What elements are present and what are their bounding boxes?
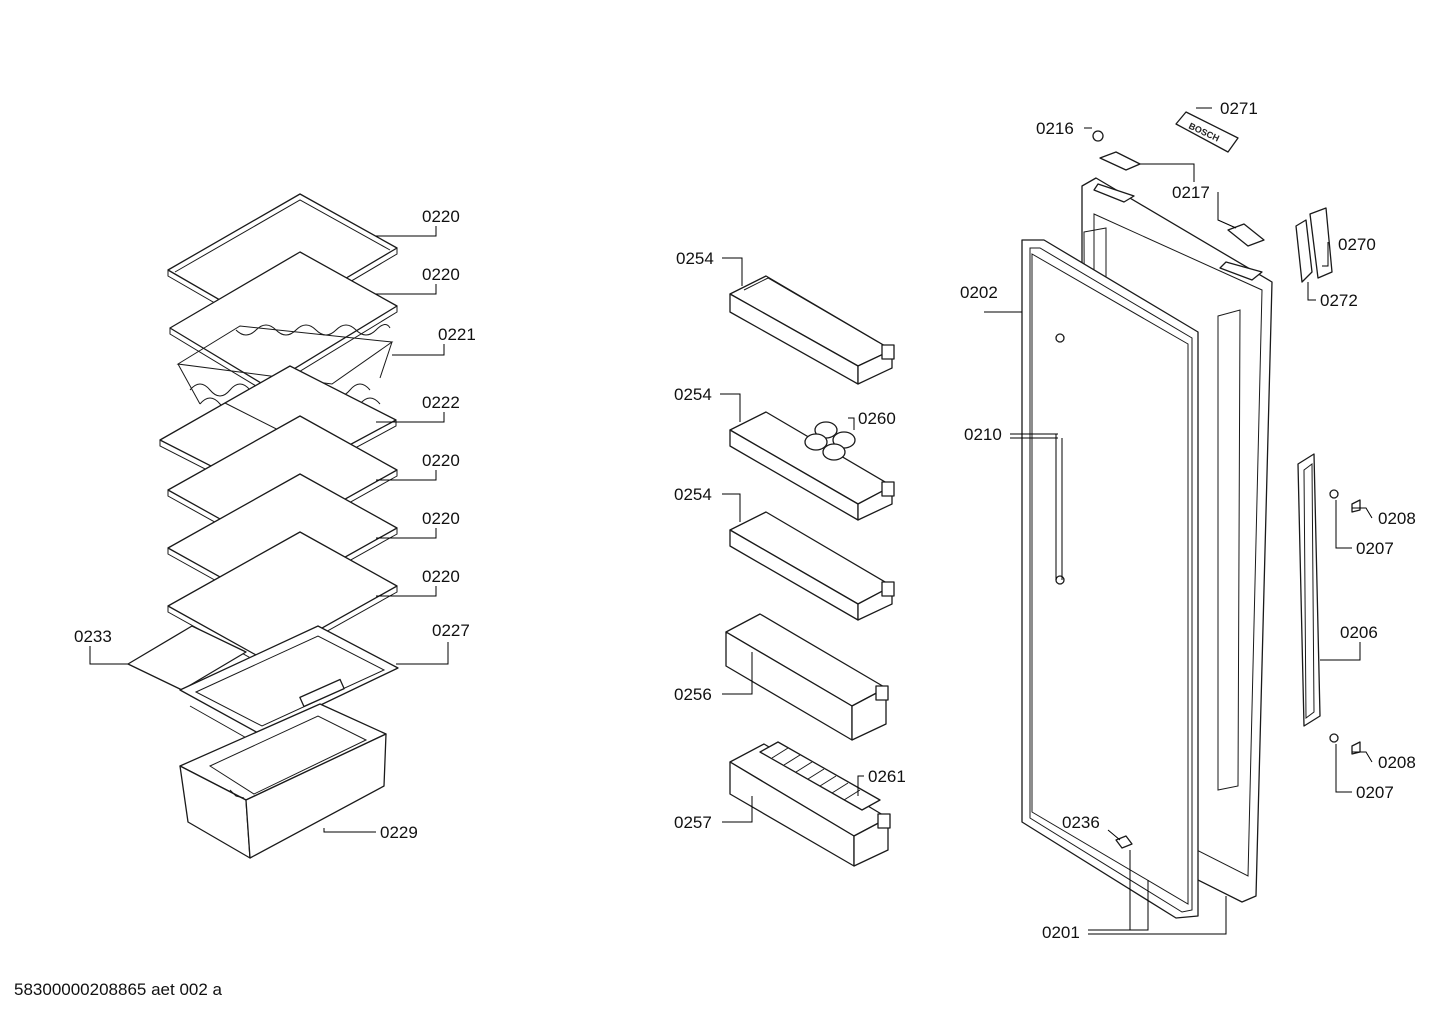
label-side-cover-b: 0272 [1320,291,1358,310]
logo-badge: BOSCH [1175,111,1239,153]
label-door-strip: 0210 [964,425,1002,444]
door-shelf-4 [725,613,889,741]
label-split-shelf: 0222 [422,393,460,412]
label-top-cover: 0217 [1172,183,1210,202]
crisper-cover [179,625,399,747]
label-door-shelf-5: 0257 [674,813,712,832]
crisper-cover-glass [127,625,247,691]
door-shelf-5 [729,743,891,867]
door-shelf-1 [729,275,895,385]
label-bottle-holder: 0261 [868,767,906,786]
leader-lines [89,107,1373,935]
label-bracket-2: 0207 [1356,783,1394,802]
door-shelf-3 [729,511,895,621]
label-screw-1: 0208 [1378,509,1416,528]
label-door-assembly: 0201 [1042,923,1080,942]
part-labels: 0220 0220 0221 0222 0220 0220 0220 0233 … [74,99,1416,942]
label-bracket-1: 0207 [1356,539,1394,558]
bottom-clip [1115,835,1133,849]
label-door-rail: 0206 [1340,623,1378,642]
label-shelf-4: 0220 [422,509,460,528]
label-door-shelf-4: 0256 [674,685,712,704]
label-bottom-clip: 0236 [1062,813,1100,832]
document-id: 58300000208865 aet 002 a [14,980,222,999]
door-gasket [1021,239,1199,919]
egg-tray [804,421,856,461]
label-shelf-2: 0220 [422,265,460,284]
bottle-holder [759,741,881,811]
hinge-cap [1092,130,1104,142]
label-egg-tray: 0260 [858,409,896,428]
label-shelf-5: 0220 [422,567,460,586]
label-side-cover-a: 0270 [1338,235,1376,254]
label-door-shelf-1: 0254 [676,249,714,268]
label-bottle-rack: 0221 [438,325,476,344]
label-screw-2: 0208 [1378,753,1416,772]
door-rail [1297,453,1321,727]
screw-bracket-upper [1329,489,1361,513]
label-shelf-1: 0220 [422,207,460,226]
label-door-gasket: 0202 [960,283,998,302]
door-shelf-2 [729,411,895,521]
side-cover [1295,207,1333,283]
label-door-shelf-3: 0254 [674,485,712,504]
label-shelf-3: 0220 [422,451,460,470]
label-crisper-cover-glass: 0233 [74,627,112,646]
screw-bracket-lower [1329,733,1361,755]
label-crisper-drawer: 0229 [380,823,418,842]
shelf-stack [159,193,398,667]
label-crisper-cover: 0227 [432,621,470,640]
crisper-drawer [179,703,387,859]
label-door-shelf-2: 0254 [674,385,712,404]
label-hinge-cap: 0216 [1036,119,1074,138]
label-logo-badge: 0271 [1220,99,1258,118]
